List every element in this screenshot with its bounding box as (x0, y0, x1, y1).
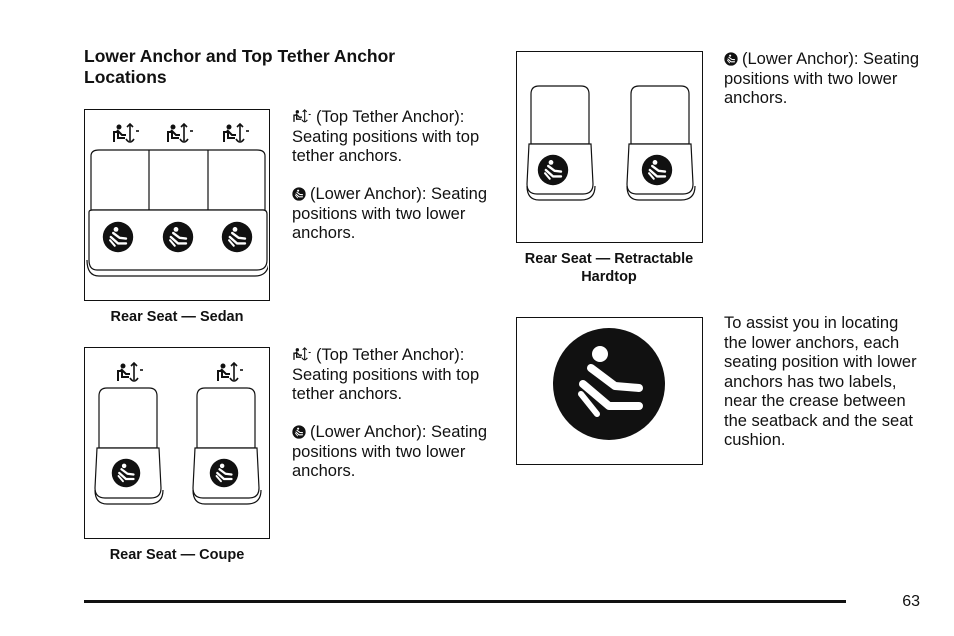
top-tether-anchor-icon (117, 362, 144, 382)
footer-rule (84, 600, 846, 603)
lower-anchor-icon (209, 458, 239, 488)
top-tether-anchor-icon (217, 362, 244, 382)
lower-anchor-icon (641, 154, 673, 186)
coupe-tether-description: (Top Tether Anchor): Seating positions w… (292, 346, 497, 405)
coupe-seat-figure (84, 347, 270, 539)
sedan-tether-text: (Top Tether Anchor): Seating positions w… (292, 108, 480, 165)
coupe-tether-text: (Top Tether Anchor): Seating positions w… (292, 346, 480, 403)
lower-anchor-icon (221, 221, 253, 253)
page-number: 63 (902, 593, 920, 610)
lower-anchor-icon (111, 458, 141, 488)
lower-anchor-icon (292, 187, 306, 201)
sedan-lower-text: (Lower Anchor): Seating positions with t… (292, 185, 488, 242)
sedan-caption: Rear Seat — Sedan (110, 309, 244, 325)
lower-anchor-icon (162, 221, 194, 253)
hardtop-seat-figure (516, 51, 703, 243)
lower-anchor-icon (292, 425, 306, 439)
lower-anchor-icon (102, 221, 134, 253)
lower-anchor-icon (537, 154, 569, 186)
sedan-tether-description: (Top Tether Anchor): Seating positions w… (292, 108, 497, 167)
hardtop-lower-description: (Lower Anchor): Seating positions with t… (724, 50, 924, 109)
top-tether-anchor-icon (292, 347, 312, 362)
coupe-lower-description: (Lower Anchor): Seating positions with t… (292, 423, 497, 482)
coupe-caption: Rear Seat — Coupe (109, 547, 245, 563)
assist-paragraph: To assist you in locating the lower anch… (724, 314, 917, 449)
hardtop-caption: Rear Seat — Retractable Hardtop (505, 250, 713, 286)
coupe-lower-text: (Lower Anchor): Seating positions with t… (292, 423, 488, 480)
hardtop-caption-line2: Hardtop (581, 269, 637, 285)
top-tether-anchor-icon (113, 123, 140, 143)
sedan-seat-figure (84, 109, 270, 301)
top-tether-anchor-icon (292, 109, 312, 124)
lower-anchor-icon (724, 52, 738, 66)
top-tether-anchor-icon (167, 123, 194, 143)
hardtop-lower-text: (Lower Anchor): Seating positions with t… (724, 50, 920, 107)
sedan-lower-description: (Lower Anchor): Seating positions with t… (292, 185, 497, 244)
lower-anchor-label-figure (516, 317, 703, 465)
page-heading: Lower Anchor and Top Tether Anchor Locat… (84, 46, 396, 87)
hardtop-caption-line1: Rear Seat — Retractable (524, 251, 694, 267)
top-tether-anchor-icon (223, 123, 250, 143)
